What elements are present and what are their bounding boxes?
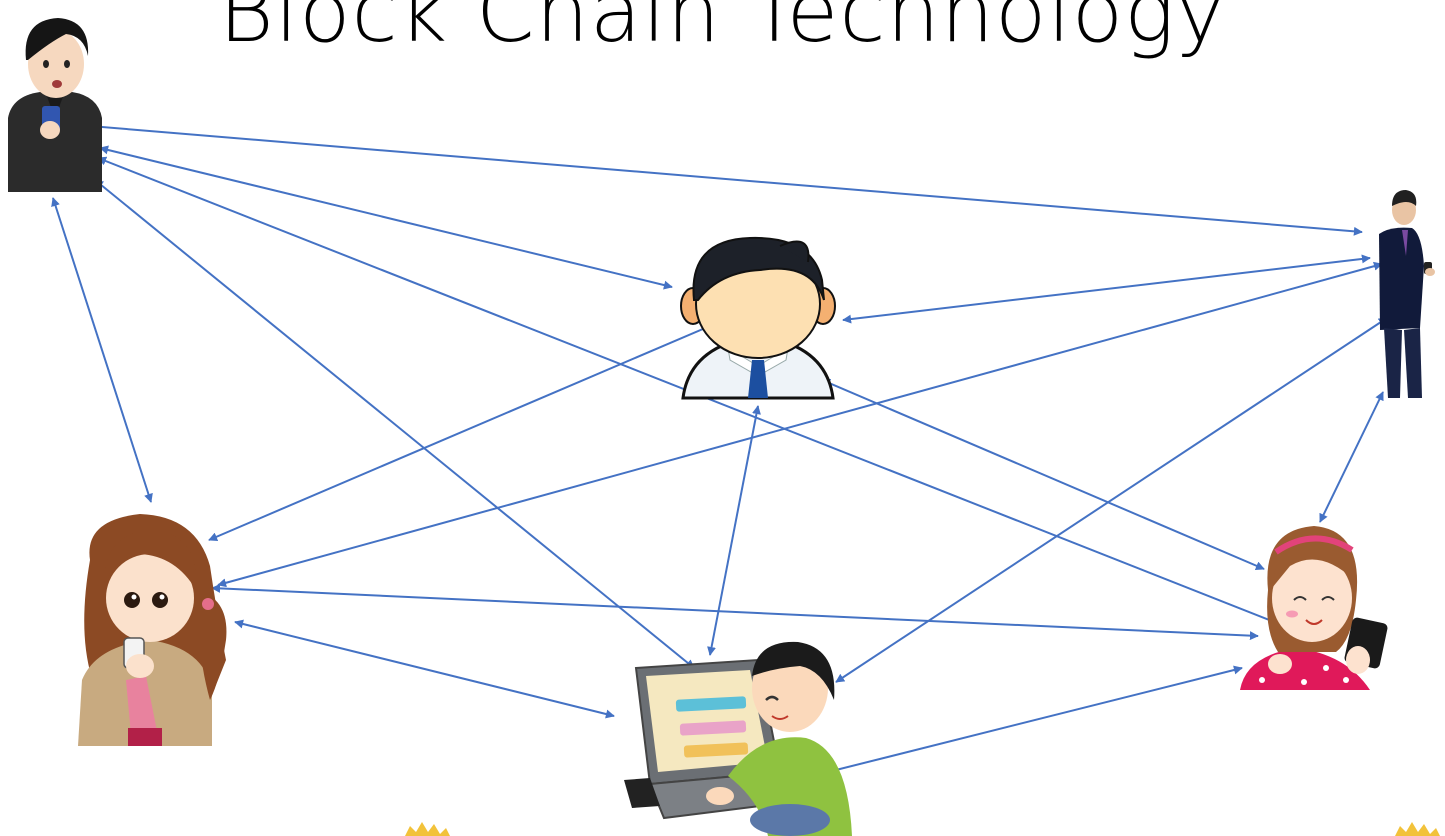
edge-student-businessman-right <box>89 122 1363 236</box>
edge-student-girl-left <box>51 197 153 503</box>
woman-with-phone-icon <box>1240 526 1388 690</box>
businessman-avatar-icon <box>680 236 836 400</box>
edge-center-girl-left <box>208 319 725 541</box>
edge-businessman-right-girl-right <box>1319 391 1384 523</box>
edge-girl-left-man-laptop <box>234 619 615 719</box>
edge-center-girl-right <box>821 379 1265 570</box>
girl-with-phone-icon <box>78 514 227 746</box>
edge-girl-left-girl-right <box>211 583 1259 641</box>
businessman-with-phone-icon <box>1379 190 1435 398</box>
burst-decoration-right <box>1395 822 1440 836</box>
page-title: Block Chain Technology <box>218 0 1227 61</box>
edge-businessman-right-girl-left <box>217 261 1383 588</box>
man-with-laptop-icon <box>624 641 852 836</box>
burst-decoration-left <box>405 822 450 836</box>
edge-man-laptop-girl-right <box>811 665 1243 779</box>
edge-student-businessman-center <box>99 145 673 290</box>
student-with-phone-icon <box>8 18 102 192</box>
